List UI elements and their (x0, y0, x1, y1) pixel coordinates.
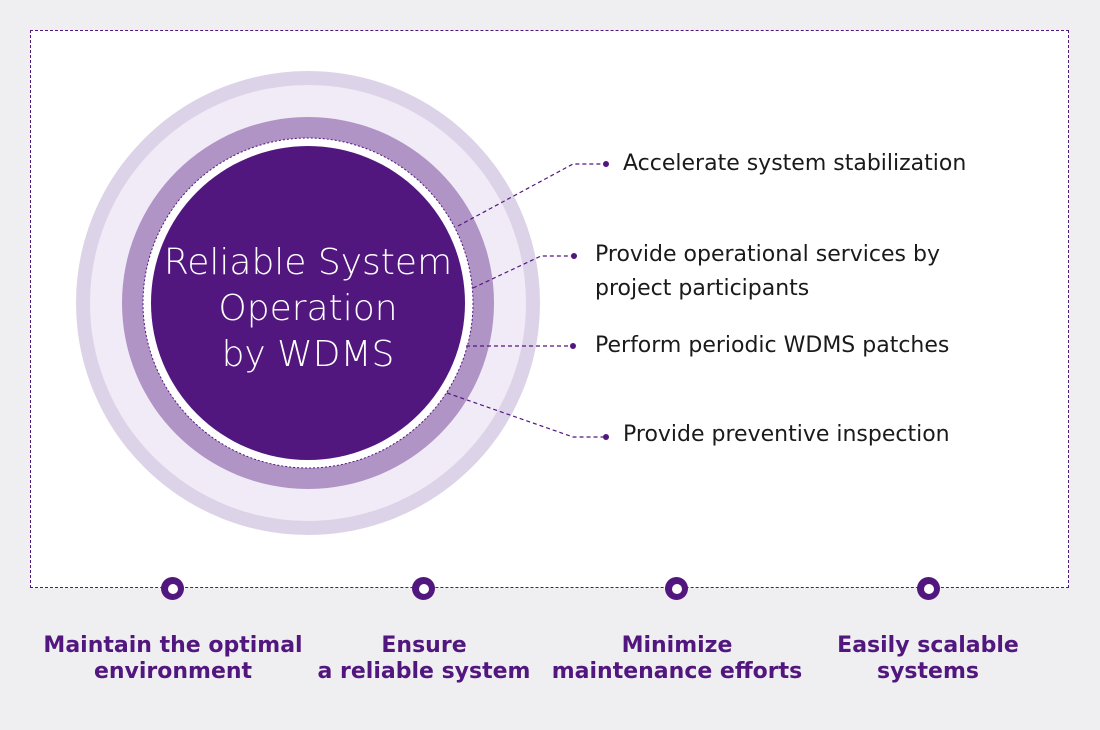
connector-dot-3 (570, 343, 576, 349)
item-text: Perform periodic WDMS patches (595, 333, 950, 358)
goal-text: environment (93, 659, 253, 684)
goal-scalable-systems: Easily scalable systems (798, 633, 1058, 685)
goal-text: Minimize (621, 633, 733, 658)
core-title-line: Reliable System (163, 242, 453, 283)
item-text: Provide operational services by (595, 242, 940, 267)
goal-text: systems (877, 659, 979, 684)
timeline-node-4 (917, 577, 940, 600)
goal-minimize-maintenance: Minimize maintenance efforts (547, 633, 807, 685)
core-title-line: by WDMS (221, 334, 395, 375)
goal-text: a reliable system (317, 659, 531, 684)
item-preventive-inspection: Provide preventive inspection (623, 418, 950, 452)
timeline-node-3 (665, 577, 688, 600)
connector-dot-2 (571, 253, 577, 259)
item-text: Accelerate system stabilization (623, 151, 967, 176)
item-text: Provide preventive inspection (623, 422, 950, 447)
goal-text: Ensure (381, 633, 467, 658)
goal-text: Maintain the optimal (43, 633, 303, 658)
item-periodic-patches: Perform periodic WDMS patches (595, 329, 949, 363)
goal-reliable-system: Ensure a reliable system (294, 633, 554, 685)
timeline-node-2 (412, 577, 435, 600)
connector-dot-1 (603, 161, 609, 167)
connector-dot-4 (603, 434, 609, 440)
timeline-node-1 (161, 577, 184, 600)
goal-text: maintenance efforts (551, 659, 803, 684)
item-accelerate-stabilization: Accelerate system stabilization (623, 147, 966, 181)
item-text: project participants (595, 276, 810, 301)
core-title: Reliable System Operation by WDMS (150, 240, 466, 378)
core-circle (151, 146, 465, 460)
connector-line-4 (446, 392, 605, 438)
item-operational-services: Provide operational services by project … (595, 238, 940, 306)
core-title-line: Operation (218, 288, 398, 329)
goal-optimal-environment: Maintain the optimal environment (43, 633, 303, 685)
goal-text: Easily scalable (837, 633, 1019, 658)
connector-line-1 (457, 163, 605, 227)
